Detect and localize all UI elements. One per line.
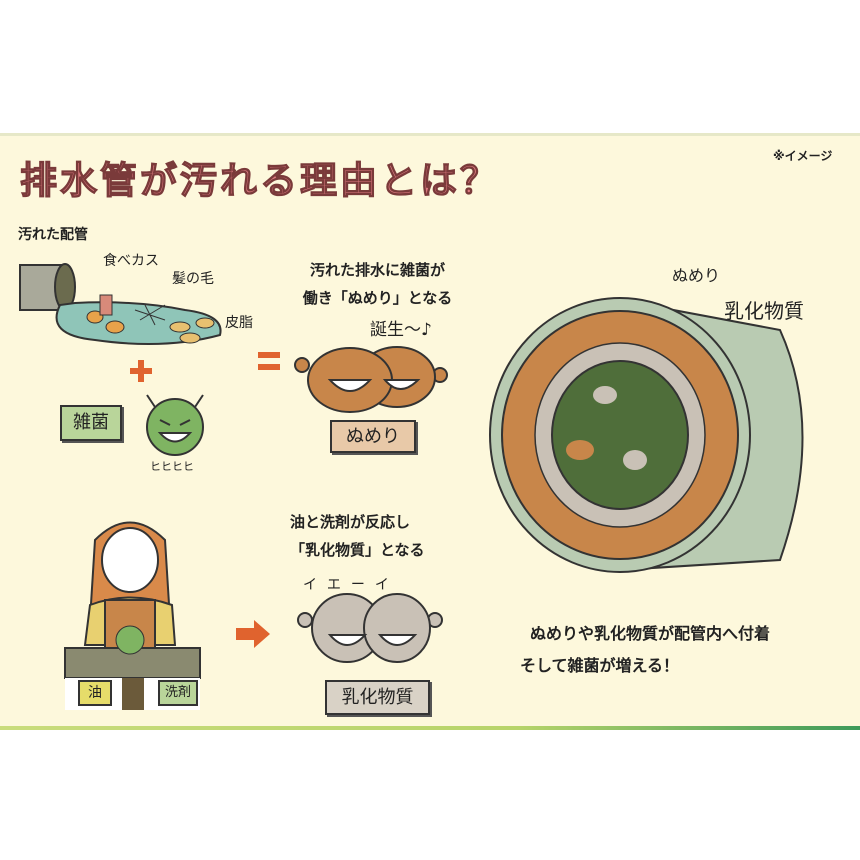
conclusion-line-2: そして雑菌が増える！: [520, 656, 680, 675]
label-food-scraps: 食べカス: [103, 253, 159, 269]
detergent-label: 洗剤: [158, 680, 198, 706]
dirty-pipe-illustration: [19, 263, 222, 345]
slime-label-box: ぬめり: [330, 420, 416, 453]
label-hair: 髪の毛: [172, 271, 214, 287]
plus-icon: [130, 360, 152, 382]
slime-characters: [294, 346, 448, 413]
slime-caption-line: 汚れた排水に雑菌が: [309, 261, 445, 279]
emulsion-cheer: イエーイ: [303, 577, 399, 593]
emulsion-caption-line: 油と洗剤が反応し: [290, 513, 411, 531]
pipe-label-slime: ぬめり: [672, 266, 721, 285]
pipe-cross-section-illustration: [489, 297, 804, 573]
oil-label: 油: [78, 680, 112, 706]
emulsion-caption-line: 「乳化物質」となる: [290, 541, 425, 559]
slime-birth-text: 誕生〜♪: [370, 320, 432, 340]
germ-laugh: ヒヒヒヒ: [150, 460, 194, 473]
germ-label-box: 雑菌: [60, 405, 122, 441]
germ-character: [146, 394, 204, 456]
emulsion-characters: [297, 593, 443, 663]
section-label: 汚れた配管: [18, 227, 88, 243]
emulsion-label-box: 乳化物質: [325, 680, 430, 715]
equals-icon: [258, 352, 280, 370]
label-sebum: 皮脂: [225, 315, 253, 331]
image-note: ※イメージ: [773, 149, 833, 163]
emulsion-caption: 油と洗剤が反応し「乳化物質」となる: [290, 508, 455, 564]
pipe-label-emulsion: 乳化物質: [724, 299, 804, 323]
slime-caption: 汚れた排水に雑菌が働き「ぬめり」となる: [295, 256, 460, 312]
slime-caption-line: 働き「ぬめり」となる: [302, 289, 453, 307]
page-title: 排水管が汚れる理由とは？: [19, 158, 500, 202]
bottom-divider: [0, 726, 860, 730]
arrow-right-icon: [236, 620, 270, 648]
conclusion-line-1: ぬめりや乳化物質が配管内へ付着: [530, 624, 771, 643]
